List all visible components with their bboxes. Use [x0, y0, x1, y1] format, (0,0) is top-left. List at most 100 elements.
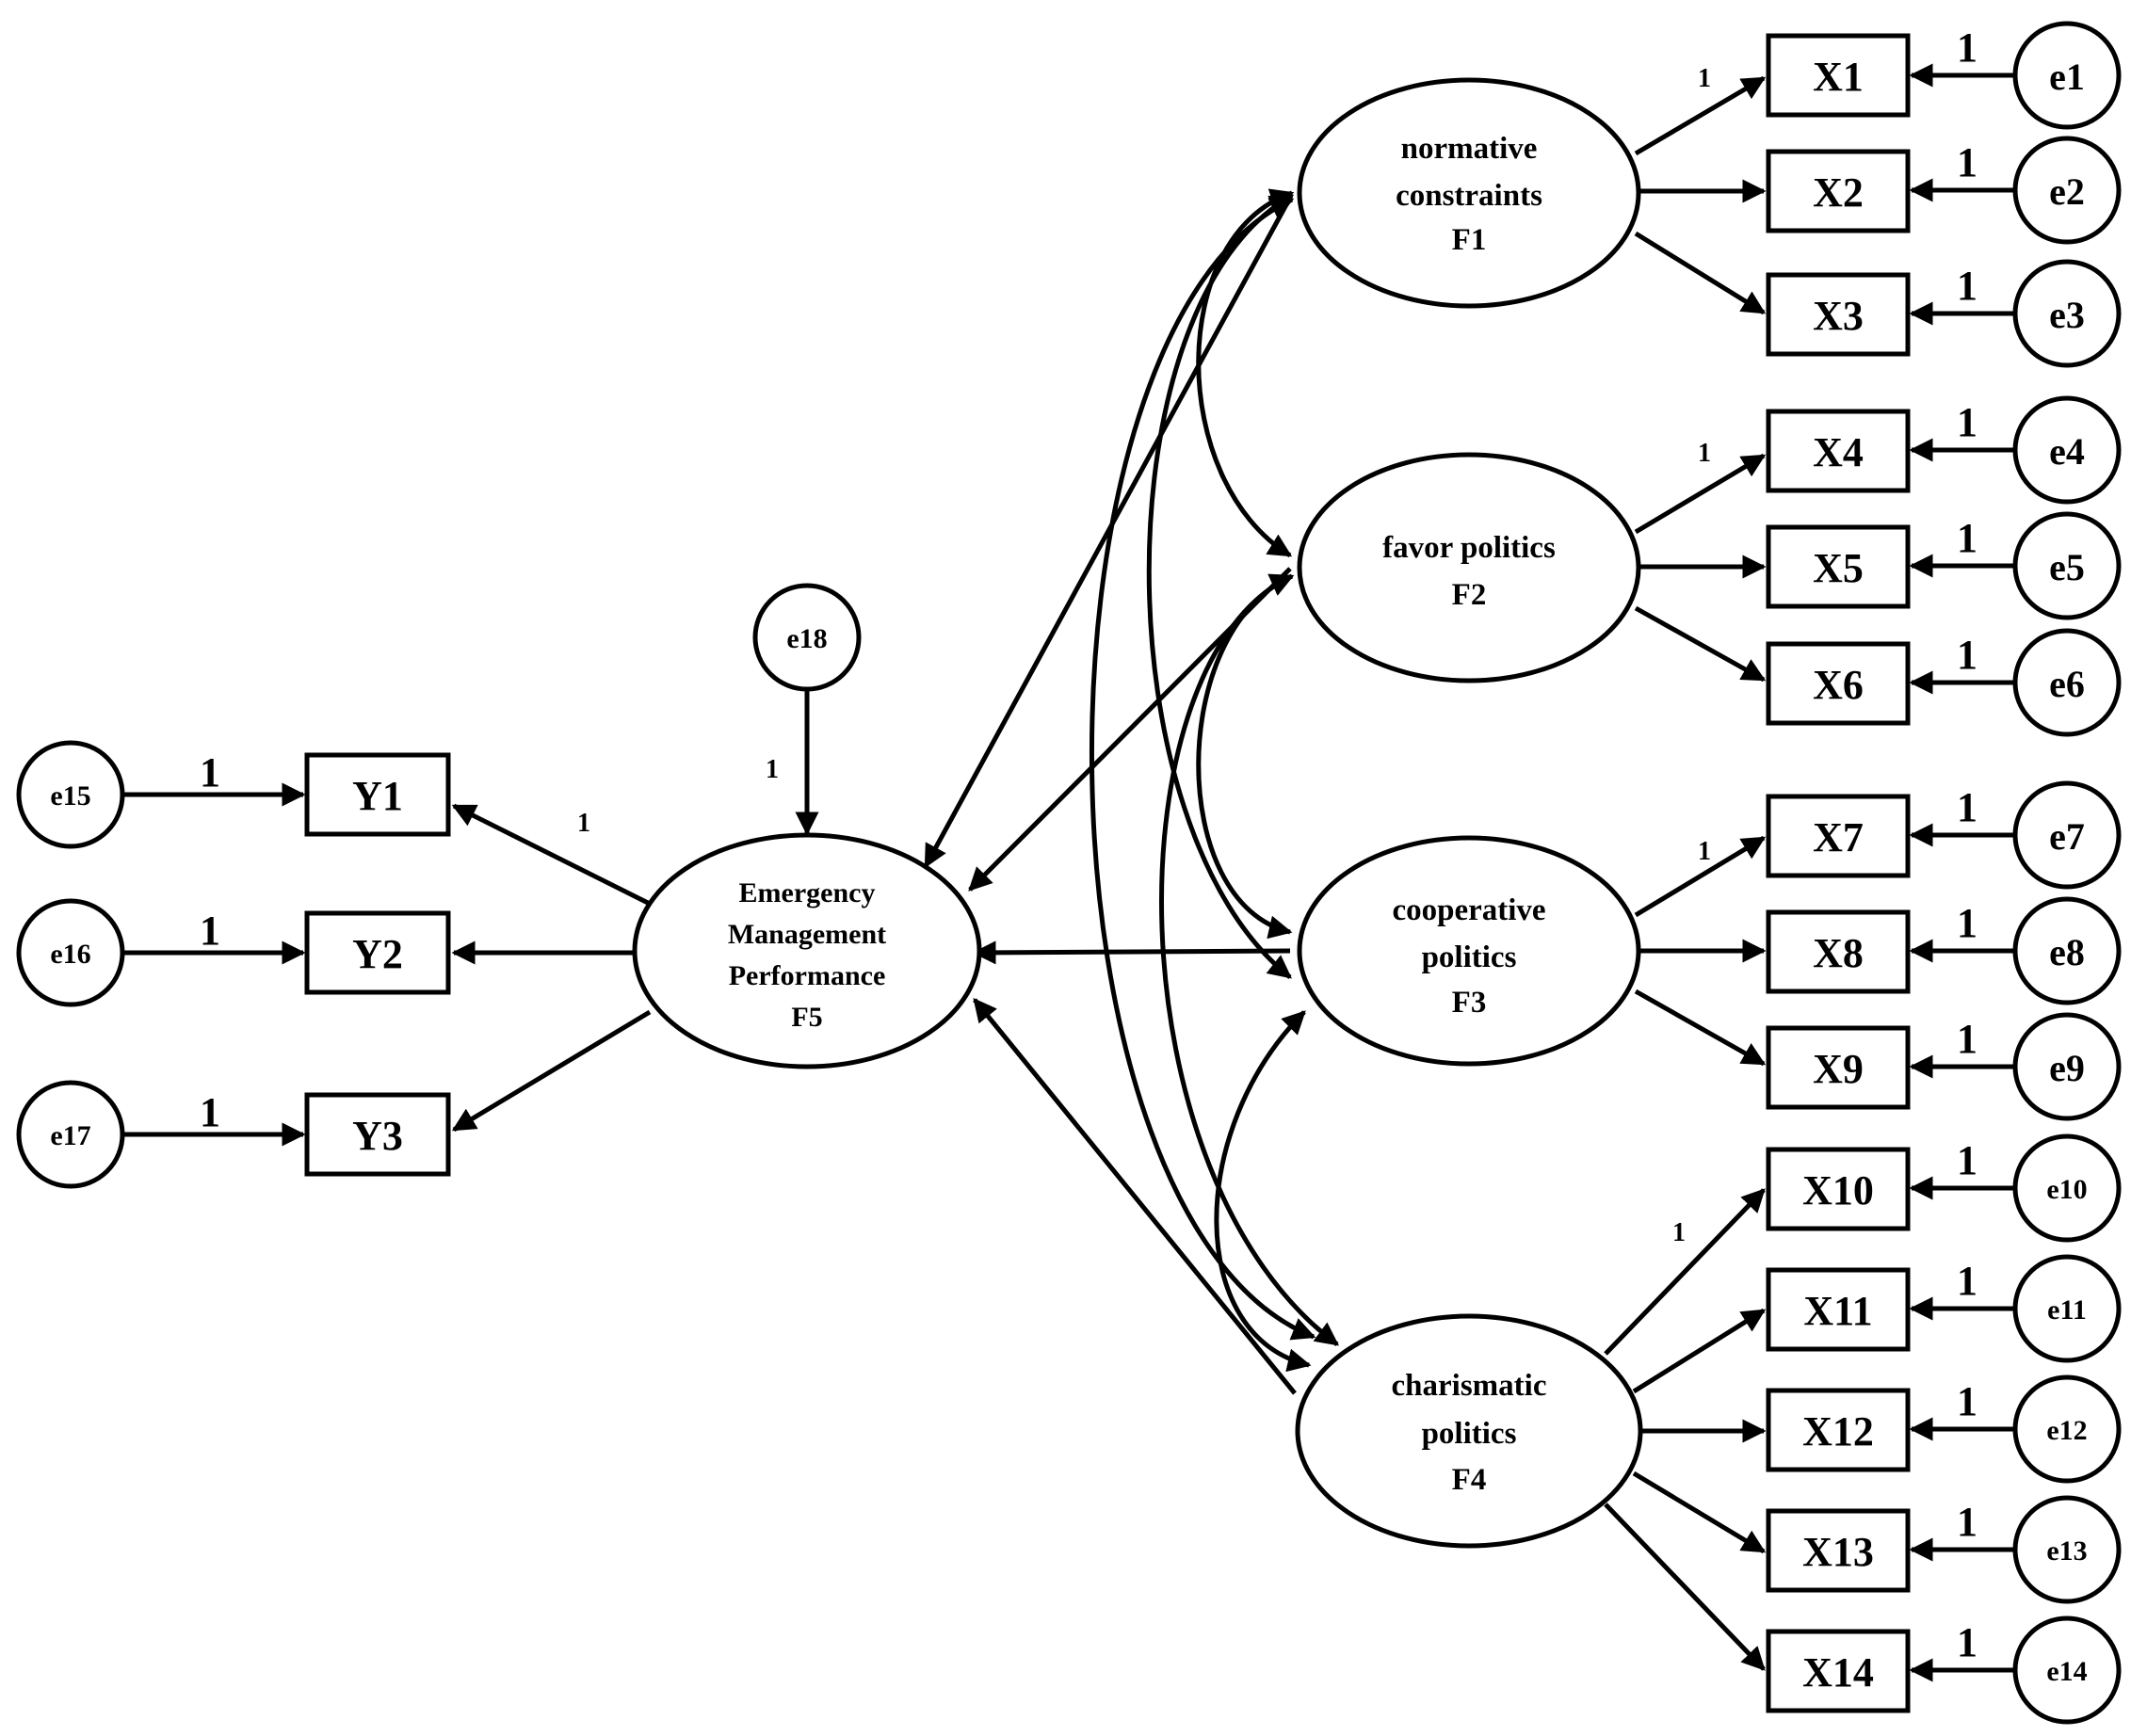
loading-f5-y3	[451, 1009, 652, 1133]
error-e5: e5	[2012, 511, 2122, 620]
svg-text:normative: normative	[1401, 132, 1538, 166]
svg-text:X9: X9	[1813, 1046, 1864, 1092]
box-x5: X5	[1766, 524, 1911, 609]
svg-text:e8: e8	[2049, 931, 2085, 973]
loading-f5-y1	[451, 803, 652, 907]
box-x1: X1	[1766, 33, 1911, 118]
svg-text:Y2: Y2	[352, 931, 403, 977]
weight-e3: 1	[1957, 263, 1978, 309]
error-e7: e7	[2012, 780, 2122, 890]
svg-text:e1: e1	[2049, 56, 2085, 98]
svg-text:e15: e15	[50, 780, 90, 812]
svg-text:e11: e11	[2047, 1294, 2087, 1326]
path-f1-f5	[923, 196, 1293, 869]
latent-f3: cooperative politics F3	[1297, 835, 1641, 1067]
weight-e6: 1	[1957, 632, 1978, 678]
svg-text:X13: X13	[1802, 1529, 1874, 1575]
box-x14: X14	[1766, 1629, 1911, 1713]
svg-text:Emergency: Emergency	[739, 877, 876, 908]
box-x6: X6	[1766, 641, 1911, 726]
cov-f1-f4	[1089, 197, 1316, 1341]
svg-text:X1: X1	[1813, 54, 1864, 100]
cov-f1-f2	[1196, 188, 1295, 558]
svg-text:constraints: constraints	[1396, 179, 1542, 213]
svg-text:e13: e13	[2046, 1535, 2087, 1567]
weight-e12: 1	[1957, 1378, 1978, 1424]
latent-f2: favor politics F2	[1297, 452, 1641, 683]
loading-f3-x7	[1634, 835, 1767, 918]
loading-f1-x1	[1634, 75, 1767, 156]
weight-f3-x7: 1	[1698, 837, 1711, 866]
error-e17: e17	[16, 1080, 125, 1189]
svg-text:e5: e5	[2049, 546, 2085, 588]
weight-e9: 1	[1957, 1016, 1978, 1062]
weight-e13: 1	[1957, 1499, 1978, 1545]
svg-text:F5: F5	[791, 1002, 822, 1033]
error-e13: e13	[2012, 1495, 2122, 1604]
svg-text:X7: X7	[1813, 814, 1864, 860]
svg-text:X14: X14	[1802, 1649, 1874, 1696]
svg-text:charismatic: charismatic	[1392, 1369, 1547, 1403]
loading-f4-x10	[1604, 1188, 1766, 1356]
error-e6: e6	[2012, 628, 2122, 737]
error-e2: e2	[2012, 136, 2122, 245]
error-e3: e3	[2012, 259, 2122, 368]
svg-text:Management: Management	[728, 919, 886, 950]
weight-e16: 1	[200, 908, 220, 954]
svg-text:e16: e16	[50, 939, 90, 970]
svg-text:X8: X8	[1813, 930, 1864, 976]
weight-e11: 1	[1957, 1258, 1978, 1304]
svg-text:Y3: Y3	[352, 1113, 403, 1159]
box-x9: X9	[1766, 1025, 1911, 1110]
weight-e18-f5: 1	[766, 755, 779, 784]
loading-f4-x14	[1604, 1503, 1766, 1671]
path-f4-f5	[973, 998, 1297, 1395]
box-x4: X4	[1766, 409, 1911, 493]
latent-f5: Emergency Management Performance F5	[632, 832, 982, 1069]
svg-text:X5: X5	[1813, 545, 1864, 591]
svg-text:e2: e2	[2049, 170, 2085, 213]
error-e4: e4	[2012, 395, 2122, 505]
weight-f4-x10: 1	[1672, 1218, 1686, 1247]
weight-e15: 1	[200, 749, 220, 796]
svg-text:politics: politics	[1422, 1417, 1517, 1451]
svg-text:e4: e4	[2049, 430, 2085, 473]
weight-f1-x1: 1	[1698, 64, 1711, 93]
weight-e8: 1	[1957, 900, 1978, 946]
svg-text:favor politics: favor politics	[1382, 531, 1556, 565]
svg-text:e17: e17	[50, 1120, 90, 1151]
latent-f4: charismatic politics F4	[1295, 1313, 1643, 1549]
weight-e2: 1	[1957, 139, 1978, 185]
box-y2: Y2	[304, 910, 451, 995]
svg-text:X4: X4	[1813, 429, 1864, 475]
svg-text:e6: e6	[2049, 663, 2085, 705]
svg-text:e7: e7	[2049, 815, 2085, 858]
cov-f1-f3	[1146, 193, 1295, 979]
weight-f5-y1: 1	[577, 809, 590, 838]
box-x10: X10	[1766, 1147, 1911, 1231]
svg-text:e12: e12	[2046, 1415, 2087, 1446]
error-e14: e14	[2012, 1615, 2122, 1725]
error-e18: e18	[752, 583, 862, 692]
error-e16: e16	[16, 898, 125, 1007]
box-x12: X12	[1766, 1388, 1911, 1472]
loading-f4-x13	[1632, 1471, 1767, 1554]
svg-text:e3: e3	[2049, 294, 2085, 336]
error-e1: e1	[2012, 21, 2122, 130]
svg-text:cooperative: cooperative	[1392, 893, 1545, 927]
svg-text:e9: e9	[2049, 1047, 2085, 1089]
box-x7: X7	[1766, 794, 1911, 878]
svg-text:e10: e10	[2046, 1174, 2087, 1205]
loading-f2-x4	[1634, 453, 1767, 535]
box-x11: X11	[1766, 1267, 1911, 1352]
box-x13: X13	[1766, 1508, 1911, 1593]
loading-f3-x9	[1634, 989, 1767, 1067]
latent-f1: normative constraints F1	[1297, 77, 1641, 309]
svg-text:X3: X3	[1813, 293, 1864, 339]
svg-text:F2: F2	[1452, 578, 1487, 612]
weight-e1: 1	[1957, 24, 1978, 71]
cov-f2-f4	[1159, 573, 1340, 1347]
weight-e4: 1	[1957, 399, 1978, 445]
box-x2: X2	[1766, 149, 1911, 233]
